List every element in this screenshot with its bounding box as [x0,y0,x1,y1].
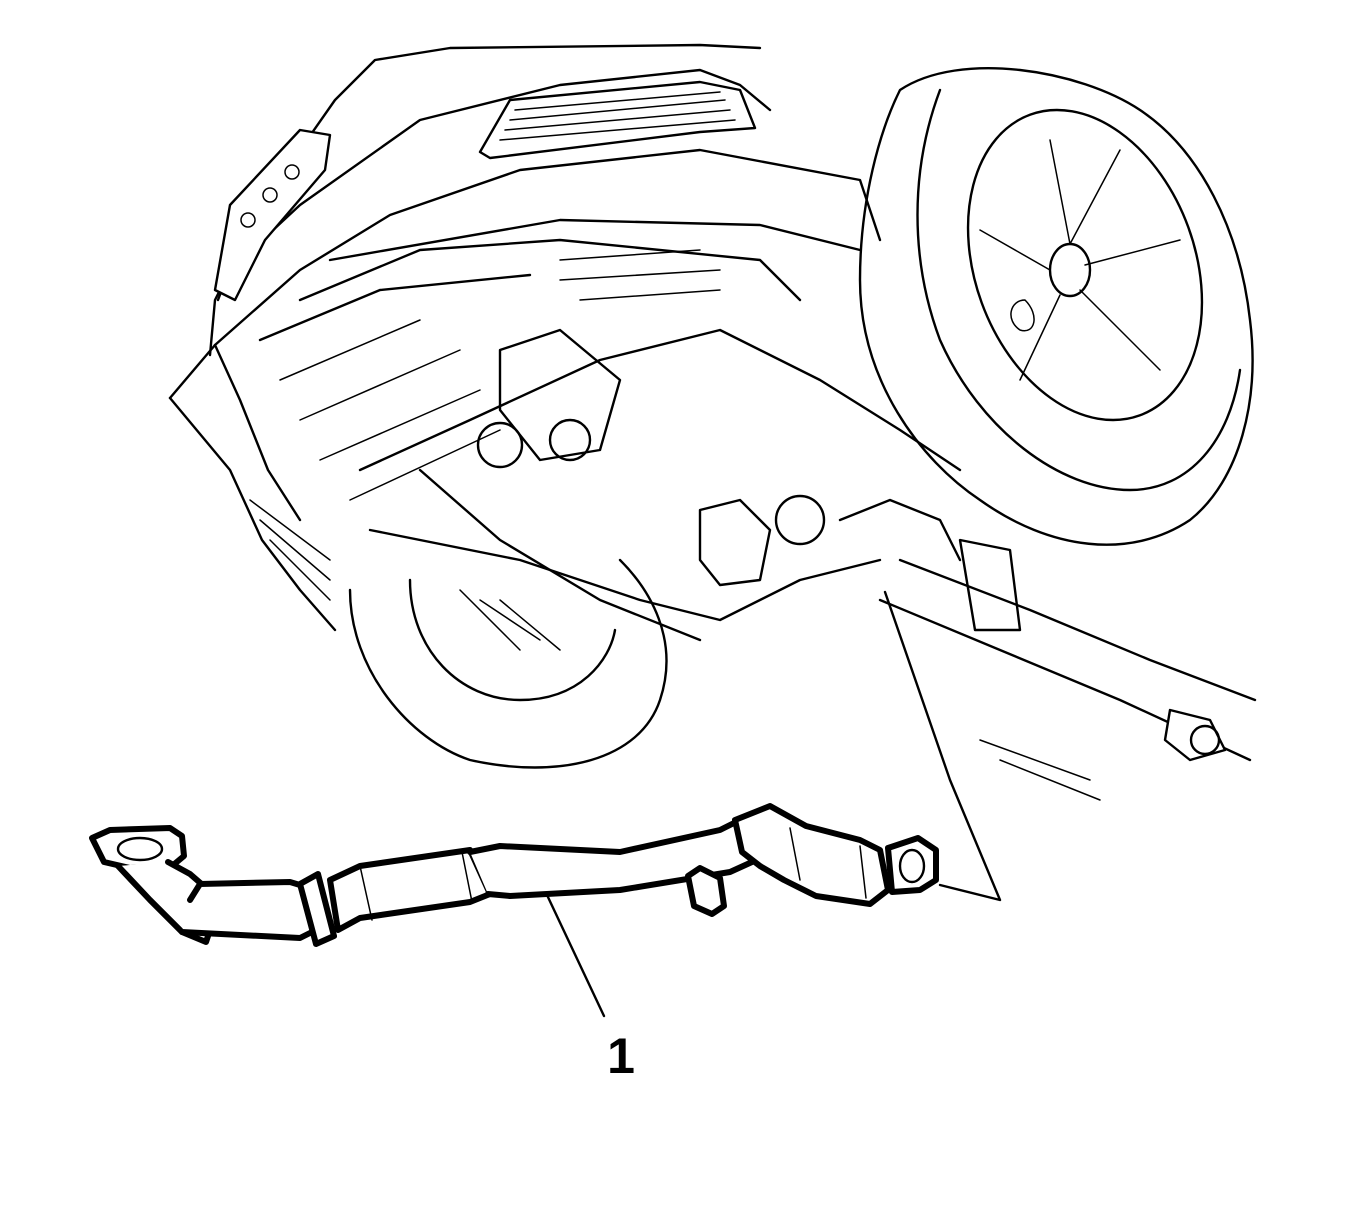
install-position-leader [883,590,1002,902]
left-rear-wheel [348,558,668,769]
callout-label-1: 1 [607,1028,635,1084]
vehicle-body-outline [168,43,882,632]
right-rear-wheel [858,67,1254,546]
exhaust-routing [878,538,1257,801]
bumper-vent-grille [478,80,757,160]
exhaust-pipe-assembly [89,803,939,947]
underbody-floor [249,218,862,601]
outlet-flange [885,835,939,895]
resonator [327,847,493,933]
catalytic-converter [732,803,891,907]
front-flange [89,825,187,871]
callout-leader-line [545,893,606,1018]
rear-suspension-cradle [358,328,962,642]
